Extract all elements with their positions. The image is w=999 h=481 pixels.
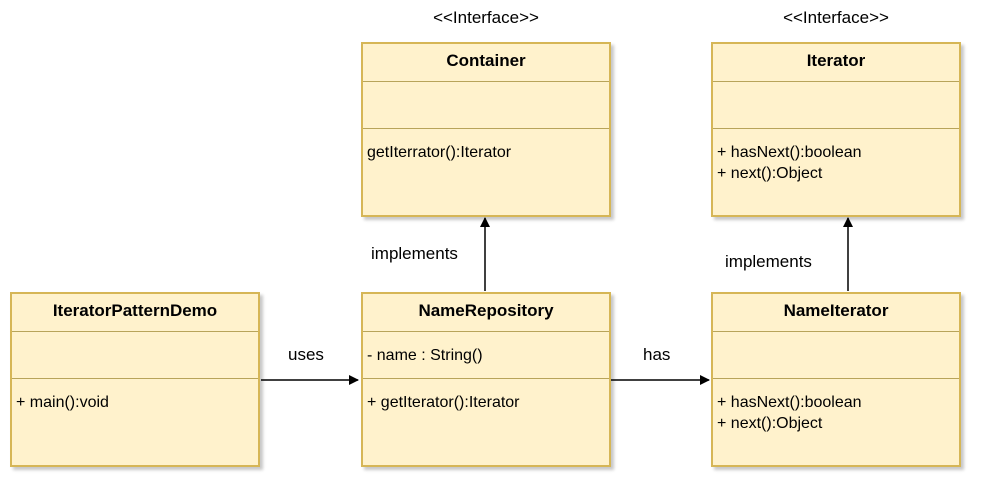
iterator-stereotype: <<Interface>> <box>783 8 889 27</box>
repository-implements-label: implements <box>371 244 458 264</box>
demo-attributes <box>12 332 258 379</box>
repository-class-name: NameRepository <box>363 294 609 332</box>
demo-class-name: IteratorPatternDemo <box>12 294 258 332</box>
container-method: getIterrator():Iterator <box>367 144 512 161</box>
name-iterator-class-name: NameIterator <box>713 294 959 332</box>
repository-attribute: - name : String() <box>367 347 483 364</box>
iterator-methods: + hasNext():boolean + next():Object <box>713 129 959 215</box>
iterator-attributes <box>713 82 959 129</box>
container-class[interactable]: Container getIterrator():Iterator <box>361 42 611 217</box>
iterator-method: + hasNext():boolean <box>717 144 862 161</box>
repository-methods: + getIterator():Iterator <box>363 379 609 465</box>
iterator-method: + next():Object <box>717 165 823 182</box>
demo-method: + main():void <box>16 394 109 411</box>
demo-methods: + main():void <box>12 379 258 465</box>
container-methods: getIterrator():Iterator <box>363 129 609 215</box>
nameiterator-implements-label: implements <box>725 252 812 272</box>
name-iterator-methods: + hasNext():boolean + next():Object <box>713 379 959 465</box>
name-repository-class[interactable]: NameRepository - name : String() + getIt… <box>361 292 611 467</box>
name-iterator-method: + hasNext():boolean <box>717 394 862 411</box>
uses-label: uses <box>288 345 324 365</box>
repository-method: + getIterator():Iterator <box>367 394 520 411</box>
name-iterator-class[interactable]: NameIterator + hasNext():boolean + next(… <box>711 292 961 467</box>
name-iterator-method: + next():Object <box>717 415 823 432</box>
name-iterator-attributes <box>713 332 959 379</box>
has-label: has <box>643 345 671 365</box>
container-class-name: Container <box>363 44 609 82</box>
container-attributes <box>363 82 609 129</box>
repository-attributes: - name : String() <box>363 332 609 379</box>
iterator-pattern-demo-class[interactable]: IteratorPatternDemo + main():void <box>10 292 260 467</box>
iterator-class[interactable]: Iterator + hasNext():boolean + next():Ob… <box>711 42 961 217</box>
iterator-class-name: Iterator <box>713 44 959 82</box>
container-stereotype: <<Interface>> <box>433 8 539 27</box>
